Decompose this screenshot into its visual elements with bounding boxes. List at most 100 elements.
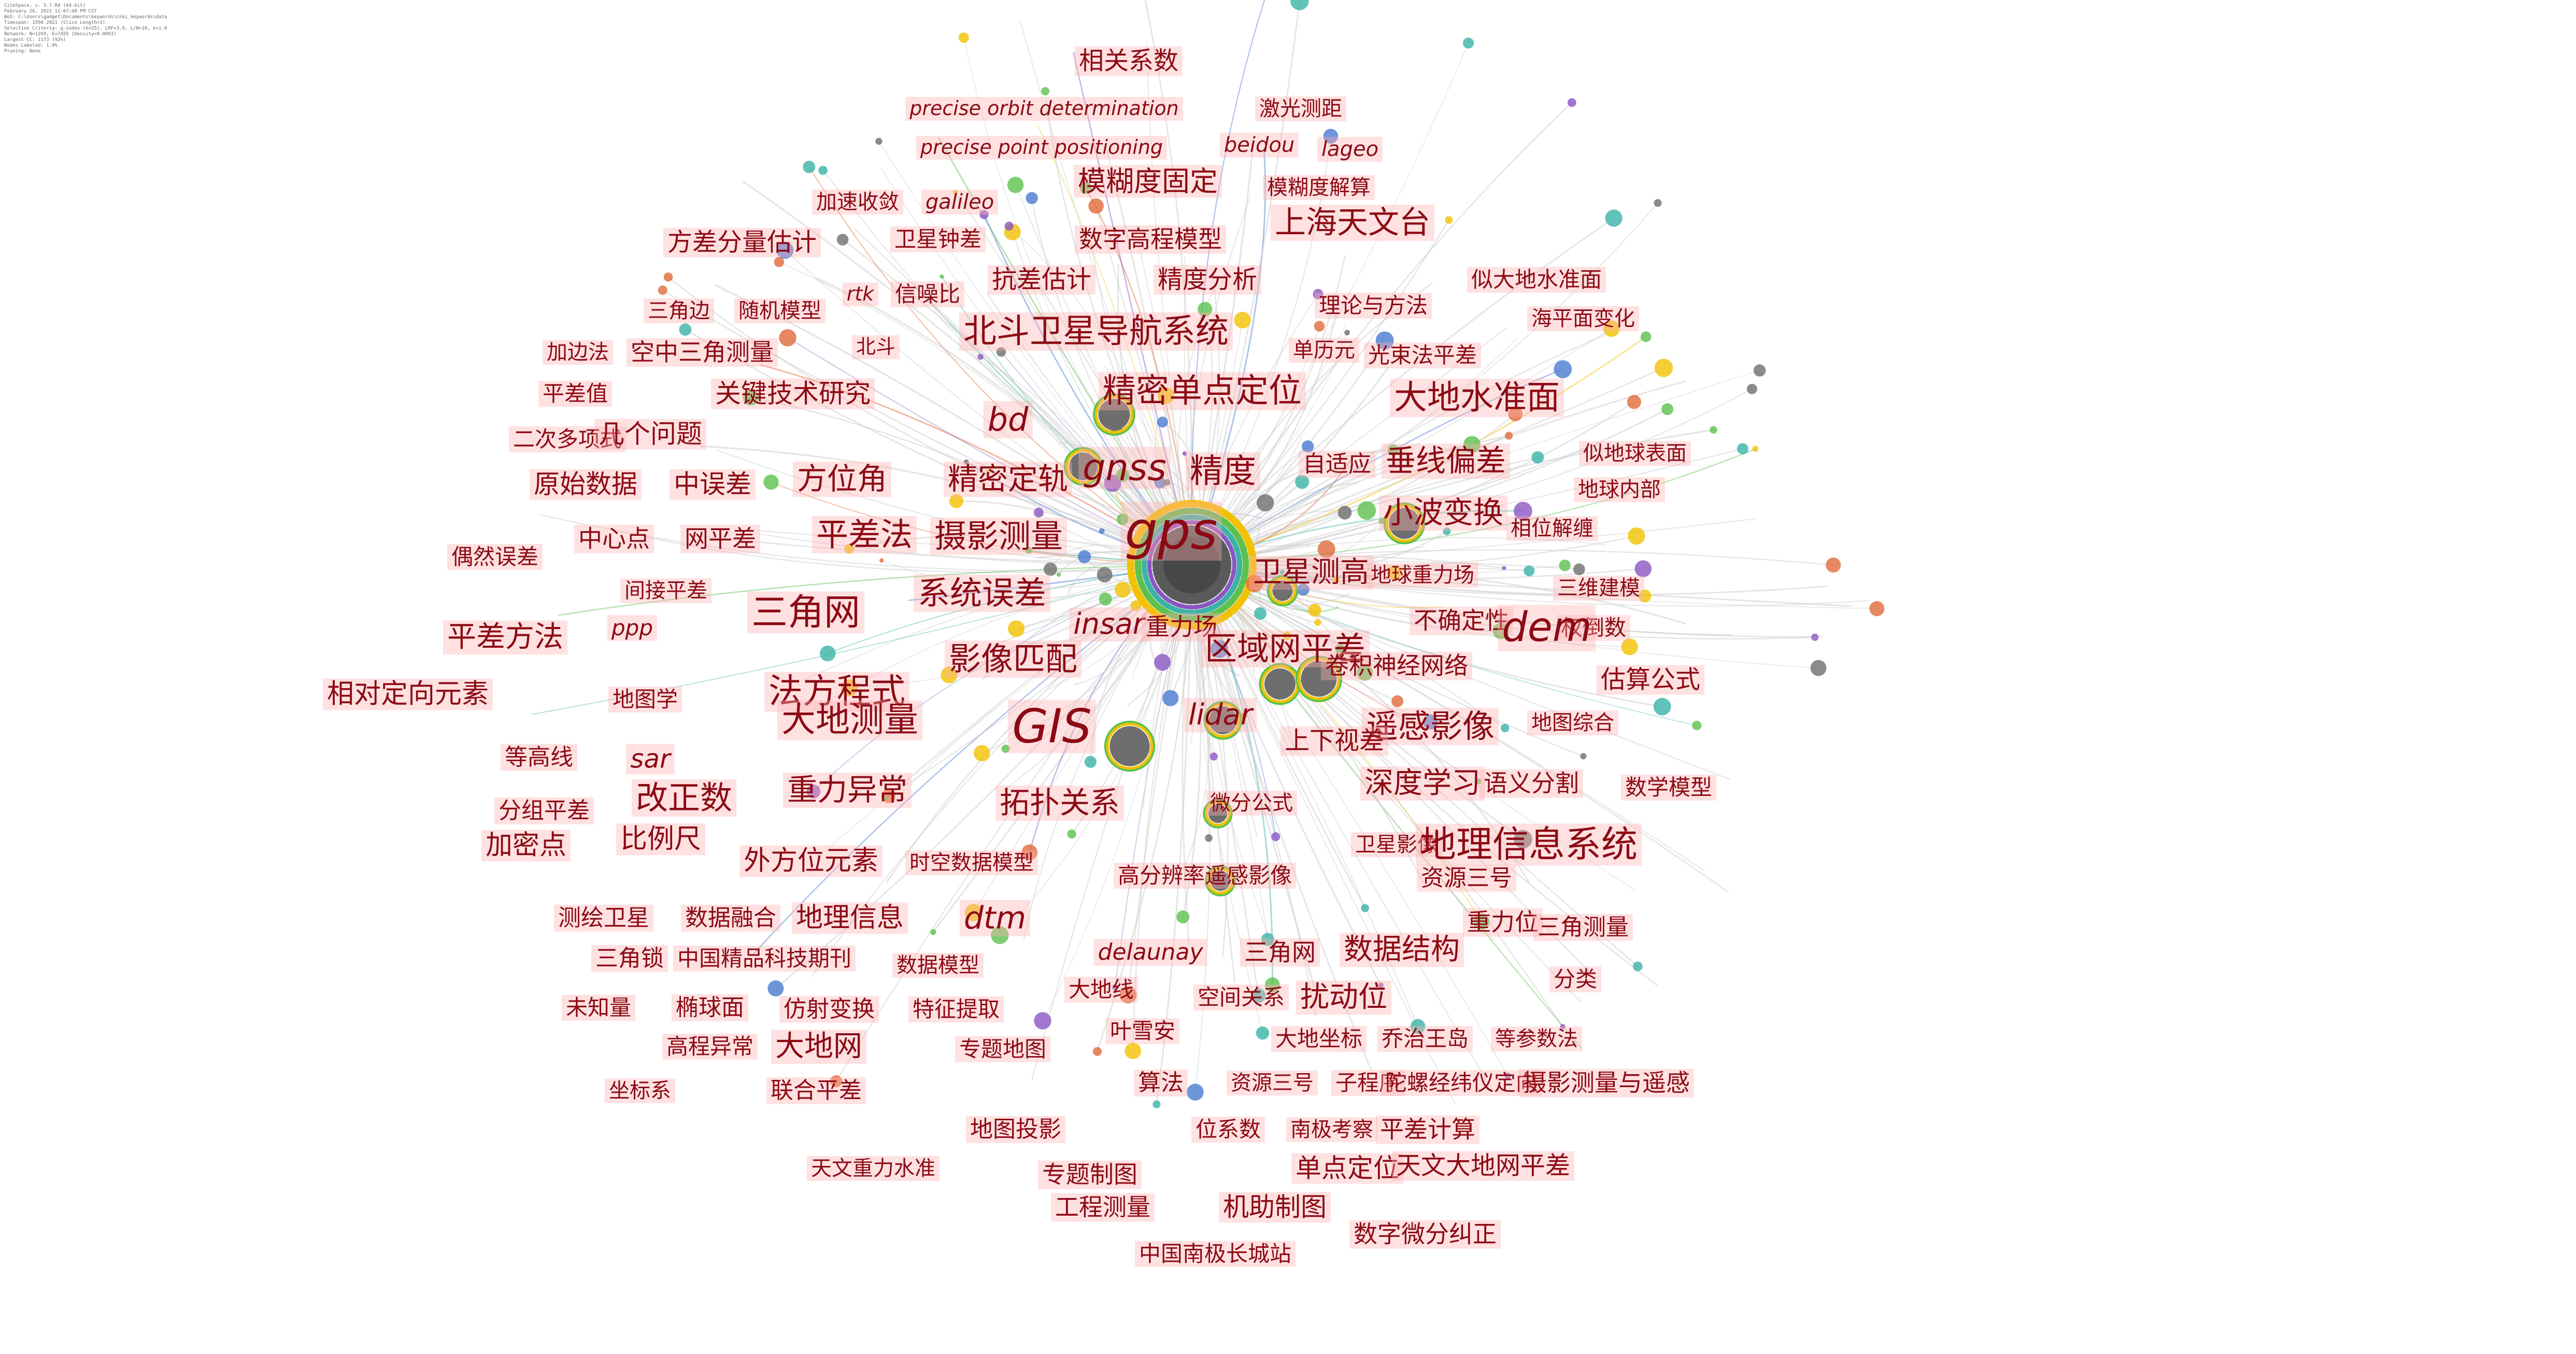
network-node[interactable] [1621, 638, 1638, 655]
network-node[interactable] [883, 795, 888, 801]
keyword-label[interactable]: 地理信息系统 [1416, 823, 1642, 866]
keyword-label[interactable]: 摄影测量 [930, 517, 1068, 555]
keyword-label[interactable]: 单历元 [1289, 338, 1359, 363]
network-node[interactable] [1554, 360, 1572, 378]
network-node[interactable] [1753, 364, 1766, 377]
keyword-label[interactable]: 分类 [1549, 966, 1602, 993]
network-node[interactable] [1810, 660, 1827, 676]
keyword-label[interactable]: 椭球面 [672, 994, 748, 1022]
network-node[interactable] [1580, 753, 1587, 760]
keyword-label[interactable]: 方位角 [792, 462, 892, 497]
keyword-label[interactable]: 法方程式 [764, 672, 909, 712]
network-node[interactable] [1208, 706, 1237, 735]
network-node[interactable] [1335, 644, 1347, 656]
keyword-label[interactable]: 二次多项式 [508, 426, 627, 453]
keyword-label[interactable]: 间接平差 [620, 578, 711, 603]
network-node[interactable] [1344, 330, 1350, 336]
network-node[interactable] [1567, 98, 1576, 107]
keyword-label[interactable]: 平差方法 [443, 620, 567, 654]
keyword-label[interactable]: 模糊度固定 [1074, 165, 1222, 198]
network-node[interactable] [875, 138, 883, 145]
network-node[interactable] [1250, 988, 1266, 1003]
network-node[interactable] [1391, 695, 1404, 707]
network-node[interactable] [991, 926, 1009, 944]
network-node[interactable] [1301, 661, 1337, 697]
keyword-label[interactable]: 比例尺 [616, 823, 706, 856]
keyword-label[interactable]: 地球重力场 [1367, 563, 1478, 588]
network-node[interactable] [1119, 986, 1137, 1004]
network-node[interactable] [1492, 623, 1509, 639]
network-node[interactable] [818, 166, 828, 175]
network-node[interactable] [879, 558, 884, 563]
network-node[interactable] [774, 256, 785, 267]
keyword-label[interactable]: 资源三号 [1417, 864, 1516, 892]
keyword-label[interactable]: insar [1069, 607, 1149, 642]
network-node[interactable] [1634, 560, 1652, 577]
network-node[interactable] [1198, 302, 1213, 317]
keyword-label[interactable]: 影像匹配 [944, 640, 1082, 678]
network-node[interactable] [1337, 506, 1352, 520]
network-node[interactable] [1176, 910, 1190, 923]
network-node[interactable] [1628, 527, 1645, 545]
keyword-label[interactable]: 精密定轨 [943, 462, 1073, 497]
network-node[interactable] [1211, 640, 1229, 658]
keyword-label[interactable]: 北斗 [851, 335, 900, 359]
keyword-label[interactable]: 拓扑关系 [995, 786, 1125, 821]
network-node[interactable] [979, 210, 989, 219]
network-node[interactable] [1256, 494, 1274, 511]
network-node[interactable] [1116, 514, 1129, 525]
network-node[interactable] [1164, 479, 1171, 486]
keyword-label[interactable]: 三角网 [747, 591, 864, 634]
network-node[interactable] [1241, 712, 1247, 720]
keyword-label[interactable]: 测绘卫星 [554, 904, 653, 932]
keyword-label[interactable]: 工程测量 [1051, 1193, 1155, 1222]
network-node[interactable] [1098, 398, 1130, 431]
keyword-label[interactable]: sar [626, 744, 675, 775]
network-node[interactable] [1560, 1024, 1565, 1030]
keyword-label[interactable]: 语义分割 [1479, 769, 1583, 798]
network-node[interactable] [1067, 829, 1076, 839]
network-node[interactable] [658, 286, 667, 295]
keyword-label[interactable]: 原始数据 [530, 469, 642, 500]
network-node[interactable] [1182, 451, 1187, 456]
network-node[interactable] [1308, 604, 1321, 617]
keyword-label[interactable]: gnss [1078, 447, 1171, 489]
network-node[interactable] [1205, 834, 1213, 842]
network-node[interactable] [1445, 216, 1453, 224]
network-node[interactable] [1473, 914, 1490, 930]
network-node[interactable] [1559, 559, 1571, 572]
keyword-label[interactable]: 精度 [1186, 452, 1260, 491]
network-node[interactable] [963, 459, 969, 465]
network-node[interactable] [779, 329, 796, 347]
network-node[interactable] [1271, 832, 1280, 842]
network-node[interactable] [1627, 395, 1641, 409]
network-node[interactable] [763, 474, 779, 490]
network-node[interactable] [1116, 468, 1130, 482]
network-node[interactable] [1463, 436, 1481, 453]
network-node[interactable] [1410, 1019, 1426, 1034]
network-node[interactable] [1187, 1084, 1204, 1101]
network-node[interactable] [803, 161, 816, 174]
network-node[interactable] [1152, 1100, 1161, 1108]
network-node[interactable] [1297, 583, 1310, 596]
keyword-label[interactable]: 随机模型 [734, 298, 826, 323]
keyword-label[interactable]: 三维建模 [1553, 576, 1644, 601]
keyword-label[interactable]: 大地网 [771, 1030, 866, 1064]
network-node[interactable] [1162, 690, 1179, 706]
network-node[interactable] [940, 274, 944, 279]
keyword-label[interactable]: 陀螺经纬仪定向 [1380, 1070, 1542, 1096]
keyword-label[interactable]: 似地球表面 [1579, 441, 1691, 466]
network-node[interactable] [1210, 871, 1231, 891]
keyword-label[interactable]: 大地测量 [777, 700, 922, 740]
network-node[interactable] [1317, 540, 1335, 558]
keyword-label[interactable]: 相对定向元素 [322, 678, 493, 710]
network-node[interactable] [1099, 592, 1112, 606]
network-node[interactable] [1104, 474, 1121, 492]
network-node[interactable] [767, 980, 784, 996]
network-node[interactable] [1501, 723, 1510, 733]
keyword-label[interactable]: 地球内部 [1574, 477, 1665, 502]
network-node[interactable] [830, 1075, 843, 1088]
keyword-label[interactable]: 卫星钟差 [890, 226, 986, 253]
keyword-label[interactable]: 仿射变换 [779, 995, 879, 1023]
keyword-label[interactable]: 相关系数 [1074, 46, 1183, 76]
